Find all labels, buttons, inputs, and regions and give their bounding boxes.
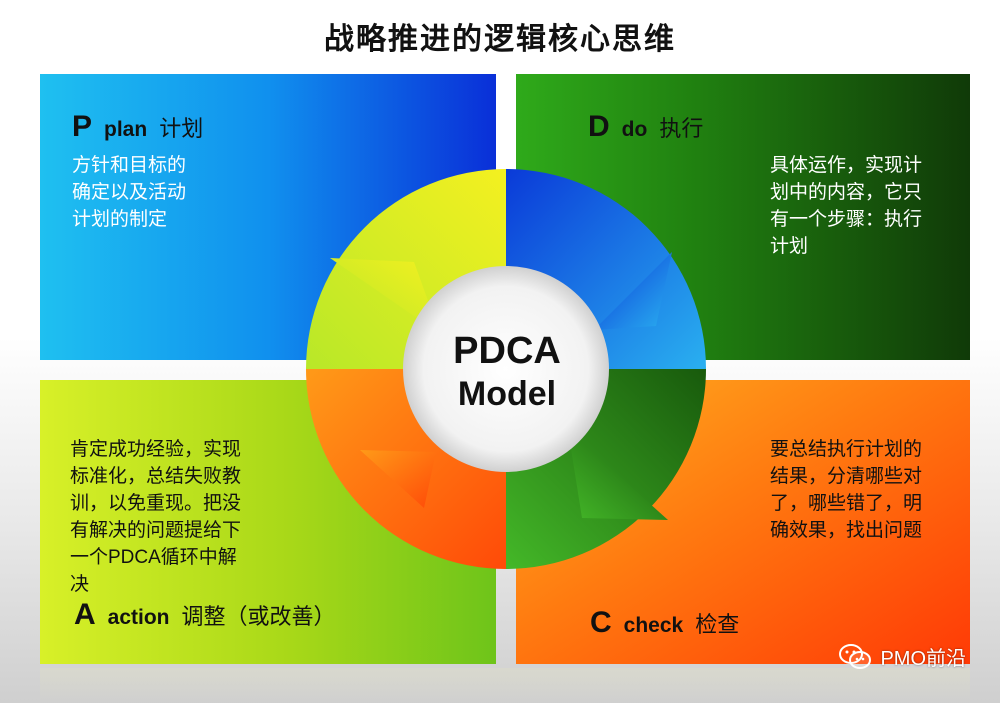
check-desc-line: 确效果，找出问题 (770, 520, 923, 541)
action-cn: 调整（或改善） (181, 604, 336, 629)
wechat-icon (839, 643, 872, 669)
watermark-text: PMO前沿 (880, 648, 966, 670)
center-label-line1: PDCA (453, 330, 561, 372)
action-quadrant: 肯定成功经验，实现 标准化，总结失败教 训，以免重现。把没 有解决的问题提给下 … (40, 380, 496, 664)
action-desc-line: 一个PDCA循环中解 (70, 547, 237, 568)
do-desc-line: 划中的内容，它只 (770, 182, 923, 203)
check-heading: C check 检查 (590, 606, 739, 640)
do-desc-line: 计划 (770, 236, 809, 257)
check-desc-line: 了，哪些错了，明 (770, 493, 923, 514)
do-cn: 执行 (659, 116, 704, 141)
action-description: 肯定成功经验，实现 标准化，总结失败教 训，以免重现。把没 有解决的问题提给下 … (70, 436, 241, 598)
check-desc-line: 要总结执行计划的 (770, 439, 923, 460)
do-desc-line: 具体运作，实现计 (770, 155, 923, 176)
action-desc-line: 有解决的问题提给下 (70, 520, 242, 541)
action-desc-line: 训，以免重现。把没 (70, 493, 242, 514)
action-heading: A action 调整（或改善） (74, 598, 336, 632)
action-desc-line: 决 (70, 574, 90, 595)
floor-reflection (40, 668, 970, 703)
plan-word: plan (104, 118, 148, 141)
plan-description: 方针和目标的 确定以及活动 计划的制定 (72, 152, 186, 233)
plan-desc-line: 计划的制定 (72, 209, 168, 230)
plan-quadrant: P plan 计划 方针和目标的 确定以及活动 计划的制定 (40, 74, 496, 360)
check-letter: C (590, 606, 612, 639)
page-title: 战略推进的逻辑核心思维 (324, 22, 676, 57)
action-word: action (107, 606, 170, 629)
check-desc-line: 结果，分清哪些对 (770, 466, 923, 487)
do-description: 具体运作，实现计 划中的内容，它只 有一个步骤：执行 计划 (770, 152, 922, 260)
action-letter: A (74, 598, 96, 631)
check-cn: 检查 (695, 612, 740, 637)
do-desc-line: 有一个步骤：执行 (770, 209, 923, 230)
do-letter: D (588, 110, 610, 143)
do-word: do (621, 118, 648, 141)
check-description: 要总结执行计划的 结果，分清哪些对 了，哪些错了，明 确效果，找出问题 (770, 436, 922, 544)
do-quadrant: D do 执行 具体运作，实现计 划中的内容，它只 有一个步骤：执行 计划 (516, 74, 970, 360)
plan-heading: P plan 计划 (72, 110, 203, 144)
center-label-line2: Model (457, 375, 557, 413)
plan-desc-line: 方针和目标的 (72, 155, 187, 176)
center-label: PDCA Model (412, 330, 602, 416)
action-desc-line: 肯定成功经验，实现 (70, 439, 242, 460)
plan-letter: P (72, 110, 93, 143)
plan-desc-line: 确定以及活动 (72, 182, 187, 203)
watermark: PMO前沿 (838, 642, 966, 671)
plan-cn: 计划 (159, 116, 204, 141)
check-word: check (623, 614, 684, 637)
check-quadrant: 要总结执行计划的 结果，分清哪些对 了，哪些错了，明 确效果，找出问题 C ch… (516, 380, 970, 664)
do-heading: D do 执行 (588, 110, 703, 144)
action-desc-line: 标准化，总结失败教 (70, 466, 242, 487)
